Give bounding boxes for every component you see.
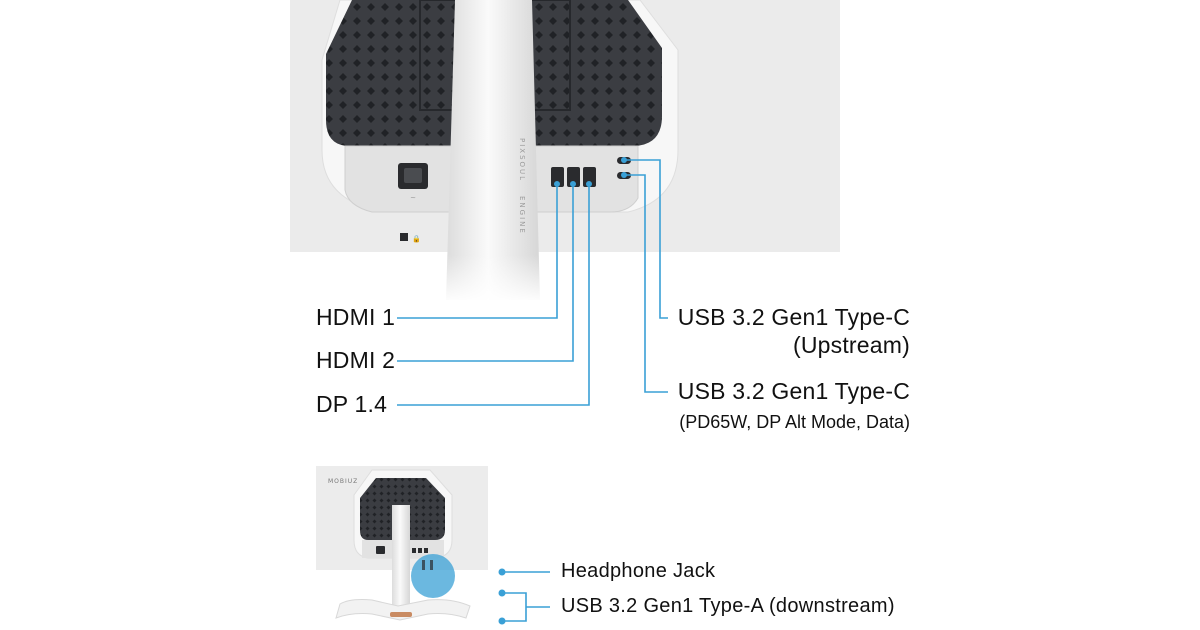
kensington-slot — [400, 233, 408, 241]
small-monitor-brand: MOBIUZ — [328, 478, 358, 485]
callout-lines — [397, 159, 668, 406]
small-stand-ring — [390, 612, 412, 617]
stand-text-1: PIXSOUL — [518, 138, 526, 182]
stand-neck — [446, 0, 540, 300]
callout-dots — [554, 157, 627, 187]
headphone-dot — [498, 568, 506, 576]
power-socket-inner — [404, 168, 422, 183]
dp-port — [583, 167, 596, 187]
stand-neck-fade — [440, 255, 550, 303]
side-port-1 — [422, 560, 425, 570]
side-port-2 — [430, 560, 433, 570]
usb-a-dot-2 — [498, 617, 506, 625]
headphone-jack-label: Headphone Jack — [561, 560, 716, 582]
hdmi-2-port — [567, 167, 580, 187]
hdmi-1-port — [551, 167, 564, 187]
hdmi-2-callout — [397, 184, 574, 362]
usb-a-dot-1 — [498, 589, 506, 597]
hdmi-2-label: HDMI 2 — [316, 347, 396, 373]
hdmi-1-label: HDMI 1 — [316, 304, 396, 330]
usbc-pd-subtitle: (PD65W, DP Alt Mode, Data) — [679, 412, 910, 432]
small-stand-base — [335, 599, 471, 621]
dp-callout — [397, 184, 590, 406]
small-stand-neck — [392, 505, 410, 613]
hdmi-2-dot — [570, 181, 576, 187]
main-monitor-rear: ~ 🔒 PIXSOUL ENGINE — [290, 0, 840, 303]
dp-dot — [586, 181, 592, 187]
usbc-upstream-dot — [621, 157, 627, 163]
hdmi-1-dot — [554, 181, 560, 187]
small-port-3 — [424, 548, 428, 553]
small-power-socket — [376, 546, 385, 554]
usb-a-bracket — [502, 592, 550, 622]
usbc-upstream-title: USB 3.2 Gen1 Type-C — [677, 304, 910, 330]
small-port-2 — [418, 548, 422, 553]
usbc-upstream-subtitle: (Upstream) — [792, 332, 910, 358]
usb-a-label: USB 3.2 Gen1 Type-A (downstream) — [561, 595, 895, 617]
hdmi-1-callout — [397, 184, 558, 319]
usbc-upstream-callout — [624, 159, 668, 319]
small-monitor: MOBIUZ — [316, 466, 488, 621]
side-callouts — [498, 568, 550, 625]
power-mark: ~ — [410, 194, 416, 202]
usbc-pd-title: USB 3.2 Gen1 Type-C — [677, 378, 910, 404]
usbc-pd-callout — [624, 174, 668, 393]
small-port-1 — [412, 548, 416, 553]
stand-text-2: ENGINE — [518, 196, 526, 235]
dp-label: DP 1.4 — [316, 391, 388, 417]
usbc-pd-dot — [621, 172, 627, 178]
lock-mark: 🔒 — [412, 235, 421, 243]
